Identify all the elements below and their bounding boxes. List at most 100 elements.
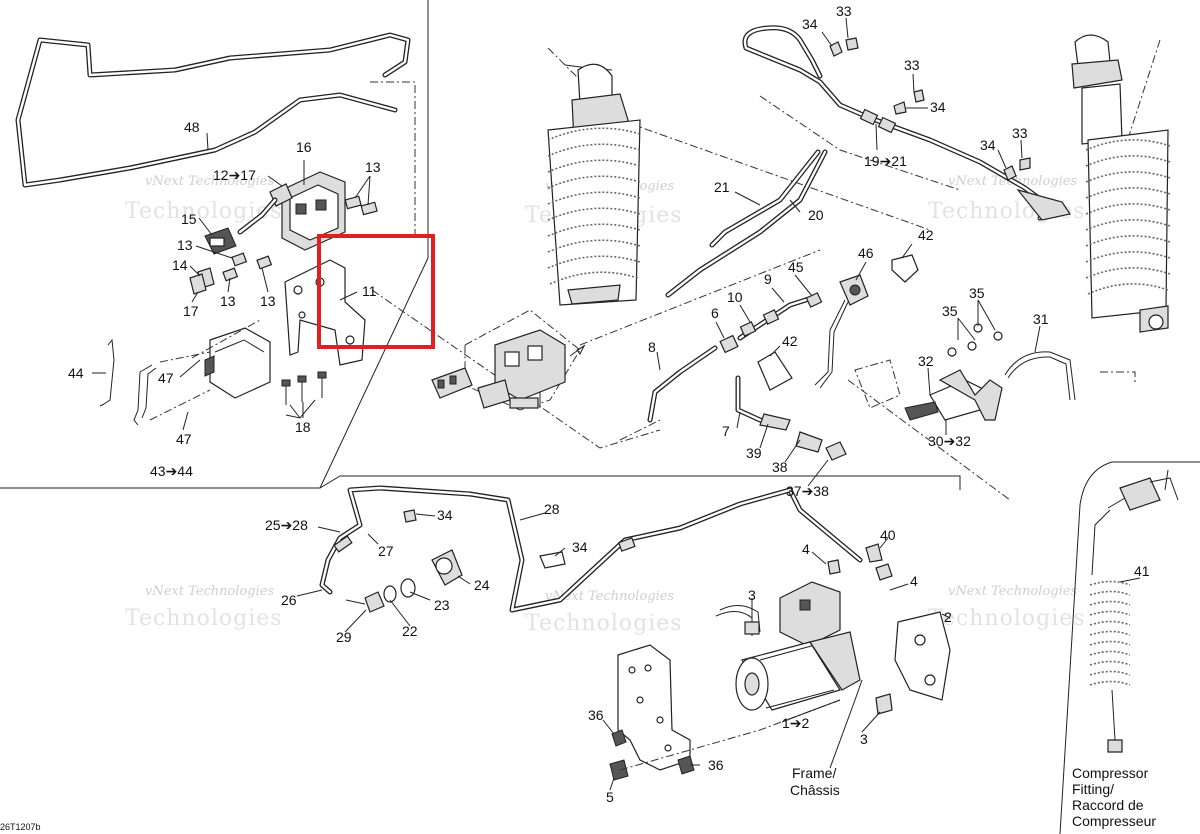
callout-label: 39 [746,445,762,461]
callout-label: 13 [365,159,381,175]
callout-label: 42 [918,227,934,243]
leader-dashed [579,249,821,346]
callout-label: 14 [172,257,188,273]
height-sensor-30 [854,323,1076,421]
fittings-22-29 [345,509,566,613]
callout-label: 12➔17 [213,167,256,183]
leader-dashed [149,319,261,421]
highlight-box [317,234,435,349]
module-43 [204,327,271,399]
callout-label: 26 [281,592,297,608]
frame-bracket [609,644,841,781]
hose-48 [15,32,411,188]
callout-label: 40 [880,527,896,543]
callout-label: 4 [910,573,918,589]
callout-label: 13 [177,237,193,253]
leader-dashed [371,289,661,449]
leader-line [189,265,201,277]
leader-dashed [1100,371,1136,382]
callout-label: 13 [260,293,276,309]
compressor-note-line4: Compresseur [1072,813,1156,829]
compressor-assembly [715,543,951,715]
callout-label: 9 [764,271,772,287]
callout-label: 15 [181,211,197,227]
leader-dashed [619,419,661,441]
callout-label: 19➔21 [864,153,907,169]
drawing-code: 26T1207b [0,822,41,832]
callout-label: 46 [858,245,874,261]
callout-label: 36 [588,707,604,723]
callout-label: 2 [944,609,952,625]
callout-label: 35 [969,285,985,301]
leader-line [179,359,201,378]
watermark-text: vNext Technologies [145,174,274,189]
callout-label: 47 [158,370,174,386]
callout-label: 27 [378,543,394,559]
compressor-note-line2: Fitting/ [1072,781,1114,797]
callout-label: 37➔38 [786,483,829,499]
callout-label: 38 [772,459,788,475]
callout-label: 3 [748,587,756,603]
callout-label: 4 [802,541,810,557]
callout-label: 22 [402,623,418,639]
callout-label: 11 [362,283,377,299]
watermark-text: vNext Technologies [145,584,274,599]
callout-label: 34 [980,137,996,153]
callout-label: 21 [714,179,730,195]
coil-hose-41 [1089,477,1179,753]
leader-line [227,277,231,293]
callout-label: 36 [708,757,724,773]
hose-20-21 [665,149,828,298]
valve-assembly-center [431,309,581,411]
callout-label: 32 [918,353,934,369]
leader-line [191,291,199,303]
leader-line [339,291,358,301]
leader-line [198,217,213,236]
top-left-frame [0,0,429,489]
callout-label: 47 [176,431,192,447]
callout-label: 1➔2 [782,715,810,731]
shock-absorber-right [1071,34,1171,333]
compressor-note: Compressor Fitting/ Raccord de Compresse… [1072,765,1156,829]
watermark-text: Technologies [525,611,683,636]
leader-dashed [759,95,961,191]
bolts-18 [281,371,327,419]
frame-connector [319,475,961,490]
bracket-44 [99,338,115,407]
callout-label: 33 [904,57,920,73]
leader-line [206,132,209,151]
compressor-note-line3: Raccord de [1072,797,1144,813]
callout-labels: 48 16 12➔17 13 15 13 14 13 13 17 11 44 4… [68,3,1150,805]
leader-dashed [370,81,416,240]
leader-line [182,411,189,431]
callout-label: 10 [727,289,743,305]
harness-43 [133,364,157,426]
callout-label: 3 [860,731,868,747]
watermark-text: vNext Technologies [948,584,1077,599]
callout-label: 17 [183,303,199,319]
valve-block [237,171,346,251]
callout-label: 25➔28 [265,517,308,533]
callout-label: 45 [788,259,804,275]
leader-line [261,267,269,293]
leader-lines [296,17,1169,791]
callout-label: 8 [648,339,656,355]
callout-label: 29 [336,629,352,645]
callout-label: 42 [782,333,798,349]
clamp-42 [757,254,919,391]
connector-15 [204,227,237,255]
callout-label: 34 [437,507,453,523]
callout-label: 34 [572,539,588,555]
callout-label: 33 [836,3,852,19]
leader-dashed [847,379,1011,501]
callout-label: 5 [606,789,614,805]
callout-label: 18 [295,419,311,435]
hoses-7-8-9 [647,292,847,461]
callout-label: 16 [296,139,312,155]
hose-28 [319,485,863,613]
callout-label: 44 [68,365,84,381]
callout-label: 35 [942,303,958,319]
compressor-note-line1: Compressor [1072,765,1149,781]
hose-19-21 [742,25,1071,221]
